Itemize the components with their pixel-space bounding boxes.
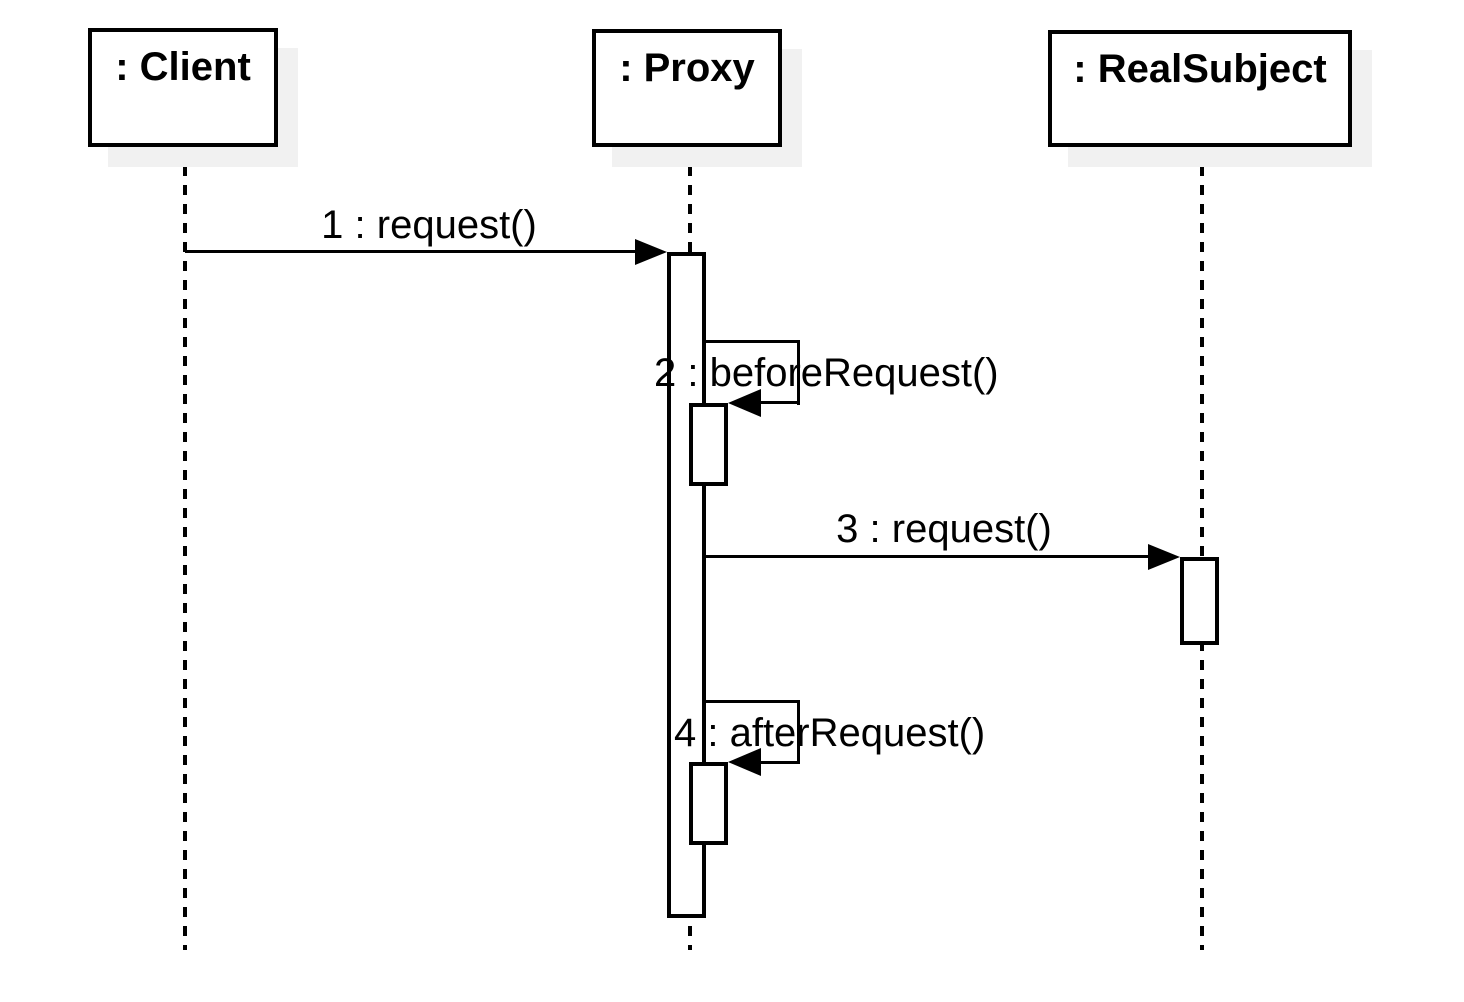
- message-2-label: 2 : beforeRequest(): [654, 351, 999, 395]
- activation-bar-proxy-afterrequest: [689, 762, 728, 845]
- message-2-return-line: [755, 401, 800, 404]
- message-2-loop-line: [797, 340, 800, 405]
- message-4-call-line: [704, 700, 800, 703]
- object-box-proxy: : Proxy: [592, 29, 782, 147]
- message-4-loop-line: [797, 700, 800, 764]
- message-2-arrowhead-icon: [728, 389, 761, 417]
- activation-bar-proxy-beforerequest: [689, 403, 728, 486]
- activation-bar-realsubject: [1180, 557, 1219, 645]
- message-1-line: [185, 250, 637, 253]
- lifeline-client: [183, 147, 187, 950]
- object-box-client: : Client: [88, 28, 278, 147]
- object-box-realsubject: : RealSubject: [1048, 30, 1352, 147]
- message-3-line: [704, 555, 1150, 558]
- message-3-arrowhead-icon: [1148, 544, 1180, 570]
- message-4-arrowhead-icon: [728, 748, 761, 776]
- message-2-call-line: [704, 340, 800, 343]
- message-1-label: 1 : request(): [321, 203, 537, 247]
- message-4-return-line: [755, 761, 800, 764]
- message-3-label: 3 : request(): [836, 507, 1052, 551]
- message-4-label: 4 : afterRequest(): [674, 711, 986, 755]
- object-title-client: : Client: [115, 45, 251, 89]
- message-1-arrowhead-icon: [635, 239, 667, 265]
- object-title-proxy: : Proxy: [619, 46, 755, 90]
- object-title-realsubject: : RealSubject: [1073, 47, 1327, 91]
- lifeline-realsubject: [1200, 147, 1204, 950]
